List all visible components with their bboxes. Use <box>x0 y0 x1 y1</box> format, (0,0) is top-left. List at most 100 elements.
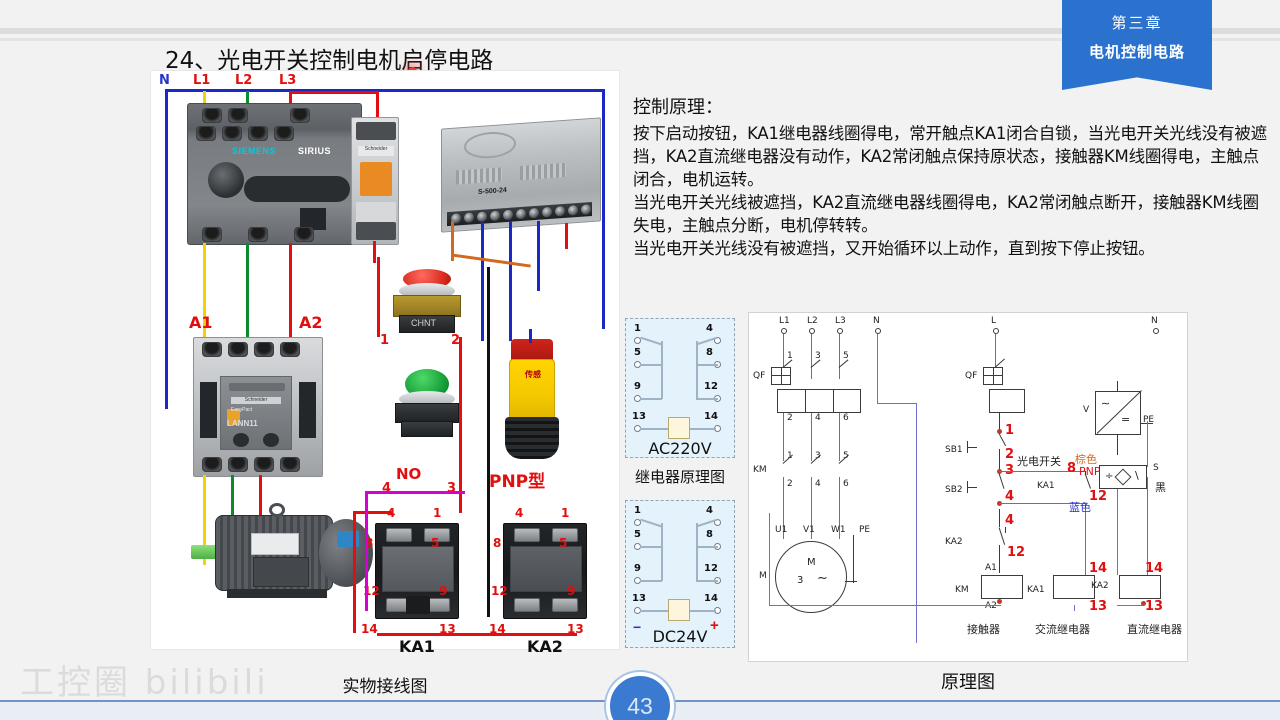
schem-node-3: 3 <box>1005 463 1014 478</box>
bus-neutral-top <box>165 89 605 92</box>
psu-terminal-strip <box>447 202 592 227</box>
KA1-terminal-1: 1 <box>433 506 442 520</box>
control-wire-red-3 <box>353 511 356 633</box>
stop-button-terminal-1: 1 <box>380 333 390 348</box>
phase-drop-rcd <box>376 91 379 119</box>
contactor-coil-label-A2: A2 <box>299 313 323 332</box>
schem-main-term-5: 5 <box>843 351 849 361</box>
stop-pushbutton[interactable]: CHNT <box>389 269 465 335</box>
psu-wire-red <box>565 223 568 249</box>
dc-term-13: 13 <box>632 593 646 604</box>
dc-polarity-negative: − <box>633 619 642 635</box>
chapter-banner: 第三章 电机控制电路 <box>1062 0 1212 90</box>
sensor-wire-blue <box>529 329 532 343</box>
start-button-no-mark: NO <box>396 465 422 483</box>
rcd-out-wire <box>373 241 376 263</box>
dc-polarity-positive: + <box>710 617 719 634</box>
photoelectric-sensor: 传感 <box>503 339 563 461</box>
schem-control-L: L <box>991 316 997 326</box>
chapter-number: 第三章 <box>1111 15 1163 32</box>
breaker-bottom-terminals <box>202 227 314 242</box>
KA2-terminal-9: 9 <box>567 584 576 598</box>
schem-KA1-term-8: 8 <box>1067 461 1077 476</box>
schem-main-term-3: 3 <box>815 351 821 361</box>
ac-term-12: 12 <box>704 381 718 392</box>
schem-KA1-coil-label: KA1 <box>1027 585 1045 595</box>
ac-term-13: 13 <box>632 411 646 422</box>
breaker-out-L1 <box>203 243 206 383</box>
three-phase-motor <box>191 501 381 606</box>
KA1-terminal-9: 9 <box>439 584 448 598</box>
KA1-terminal-13: 13 <box>439 622 456 636</box>
schem-node-1: 1 <box>1005 423 1015 438</box>
schem-wire-black-label: 黑 <box>1155 481 1166 494</box>
KA2-terminal-1: 1 <box>561 506 570 520</box>
schem-KA1-contact: KA1 <box>1037 481 1055 491</box>
page-title: 24、光电开关控制电机启停电路 <box>165 48 494 74</box>
schem-motor-wave: ∼ <box>817 571 828 586</box>
contactor-out-U <box>203 475 206 565</box>
schem-photoswitch-label: 光电开关 <box>1017 455 1061 468</box>
schem-L1: L1 <box>779 316 790 326</box>
schem-KA2-contact: KA2 <box>945 537 963 547</box>
principle-heading: 控制原理： <box>633 97 723 118</box>
schem-L3: L3 <box>835 316 846 326</box>
dc-term-5: 5 <box>634 529 641 540</box>
KA1-terminal-14: 14 <box>361 622 378 636</box>
schem-main-term-2: 2 <box>787 413 793 423</box>
ac-term-8: 8 <box>706 347 713 358</box>
schem-sensor-S: S <box>1153 463 1159 473</box>
schem-KA2-coil-14: 14 <box>1145 561 1164 576</box>
schem-KA1-coil-13: 13 <box>1089 599 1108 614</box>
schem-QF-control: QF <box>965 371 978 381</box>
schem-km-term-4: 4 <box>815 479 821 489</box>
ac-term-1: 1 <box>634 323 641 334</box>
ac-term-9: 9 <box>634 381 641 392</box>
start-pushbutton[interactable] <box>389 369 465 439</box>
control-wire-red-bottom <box>377 633 577 636</box>
psu-wire-blue-2 <box>509 221 512 341</box>
relay-caption-KA2: KA2 <box>527 637 563 656</box>
sensor-wire-black <box>487 267 490 617</box>
schem-wire-blue-label: 蓝色 <box>1069 501 1091 514</box>
header-band <box>0 28 1280 34</box>
principle-paragraph-2: 当光电开关光线被遮挡，KA2直流继电器线圈得电，KA2常闭触点断开，接触器KM线… <box>633 193 1259 235</box>
schem-KA2-term-12: 12 <box>1007 545 1026 560</box>
principle-paragraph-1: 按下启动按钮，KA1继电器线圈得电，常开触点KA1闭合自锁，当光电开关光线没有被… <box>633 124 1267 189</box>
dc-term-12: 12 <box>704 563 718 574</box>
schem-N: N <box>873 316 880 326</box>
schem-SB2: SB2 <box>945 485 963 495</box>
schem-L2: L2 <box>807 316 818 326</box>
control-wire-magenta-2 <box>365 491 368 611</box>
schem-km-term-2: 2 <box>787 479 793 489</box>
ac-term-5: 5 <box>634 347 641 358</box>
KA2-terminal-4: 4 <box>515 506 524 520</box>
KA1-terminal-5: 5 <box>431 536 440 550</box>
schem-KA-label: KA2 <box>1091 581 1109 591</box>
KA1-terminal-8: 8 <box>365 536 374 550</box>
schem-QF-main: QF <box>753 371 766 381</box>
dc-term-8: 8 <box>706 529 713 540</box>
breaker-aux-terminals <box>196 126 294 141</box>
schem-motor-phase: 3 <box>797 575 804 586</box>
schem-km-term-6: 6 <box>843 479 849 489</box>
control-wire-magenta <box>365 491 465 494</box>
dc-term-14: 14 <box>704 593 718 604</box>
miniature-circuit-breaker: Schneider <box>351 117 399 245</box>
start-button-terminal-3: 3 <box>447 481 457 496</box>
schem-node-4b: 4 <box>1005 513 1015 528</box>
watermark: 工控圈 bilibili <box>20 663 269 703</box>
bus-label-L2: L2 <box>235 73 253 88</box>
bus-label-L1: L1 <box>193 73 211 88</box>
start-button-terminal-4: 4 <box>382 481 392 496</box>
page-number-badge: 43 <box>606 672 674 720</box>
schem-SB1: SB1 <box>945 445 963 455</box>
KA2-terminal-5: 5 <box>559 536 568 550</box>
bus-label-N: N <box>159 73 170 88</box>
dc-term-9: 9 <box>634 563 641 574</box>
schem-motor-PE: PE <box>859 525 871 535</box>
schem-motor-label-M: M <box>807 557 816 568</box>
sensor-type-label: PNP型 <box>489 472 546 492</box>
KA2-terminal-12: 12 <box>491 584 508 598</box>
circuit-schematic: L1 L2 L3 N L N QF 1 3 5 2 4 6 <box>748 312 1188 662</box>
